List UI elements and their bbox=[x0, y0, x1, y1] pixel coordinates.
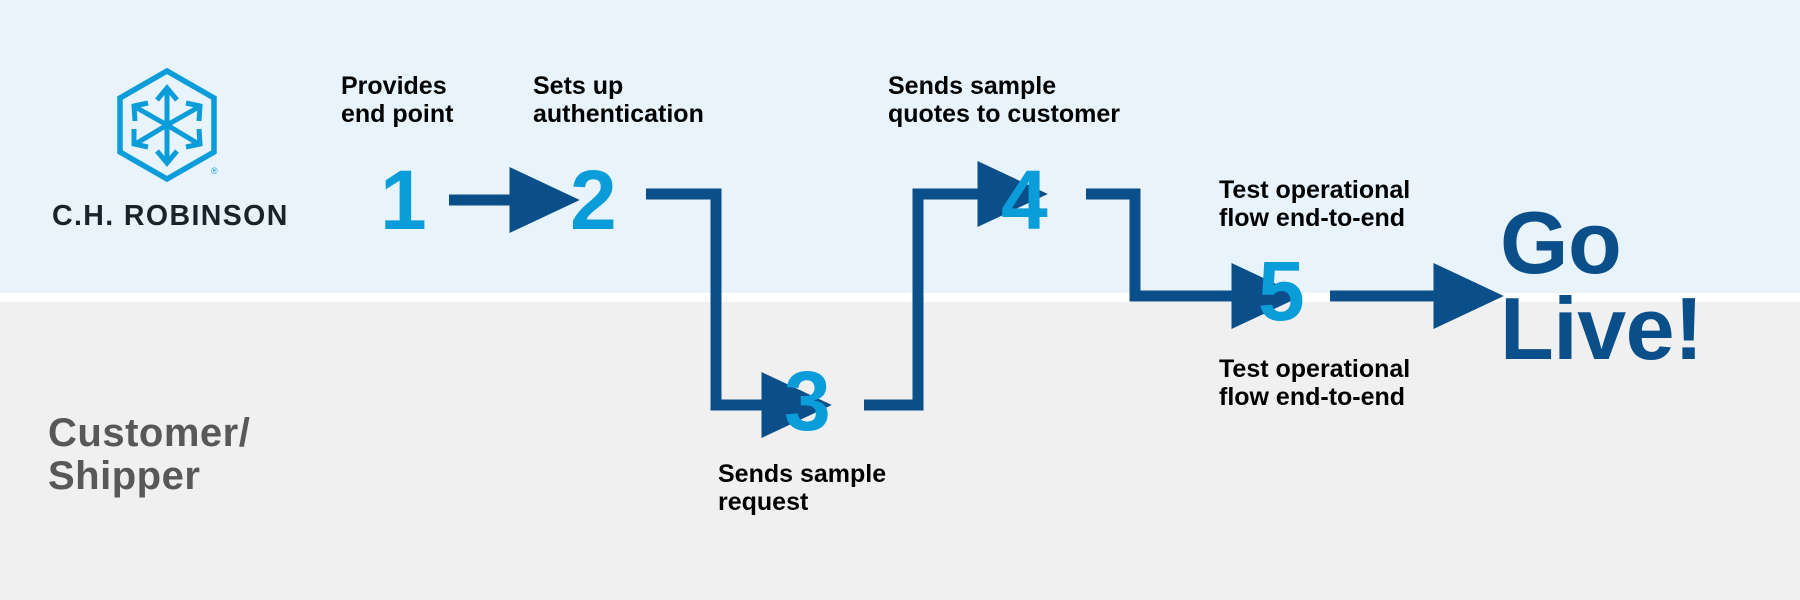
brand-wordmark: C.H. ROBINSON bbox=[52, 200, 289, 232]
step-5-caption-above: Test operational flow end-to-end bbox=[1219, 176, 1411, 232]
go-live-label: Go Live! bbox=[1500, 193, 1703, 379]
step-5-caption-below: Test operational flow end-to-end bbox=[1219, 355, 1411, 411]
step-2-caption: Sets up authentication bbox=[533, 72, 704, 128]
registered-mark: ® bbox=[211, 166, 218, 176]
step-4-caption: Sends sample quotes to customer bbox=[888, 72, 1120, 128]
lane-label-customer: Customer/ Shipper bbox=[48, 411, 251, 499]
step-number-5: 5 bbox=[1258, 244, 1305, 338]
step-number-3: 3 bbox=[784, 354, 831, 448]
step-number-4: 4 bbox=[1001, 153, 1048, 247]
step-1-caption: Provides end point bbox=[341, 72, 454, 128]
step-3-caption: Sends sample request bbox=[718, 460, 887, 516]
step-number-2: 2 bbox=[570, 153, 617, 247]
ch-robinson-hexagon-logo-icon: ® bbox=[117, 68, 218, 183]
step-number-1: 1 bbox=[380, 153, 427, 247]
brand-logo: ® C.H. ROBINSON bbox=[52, 68, 289, 233]
